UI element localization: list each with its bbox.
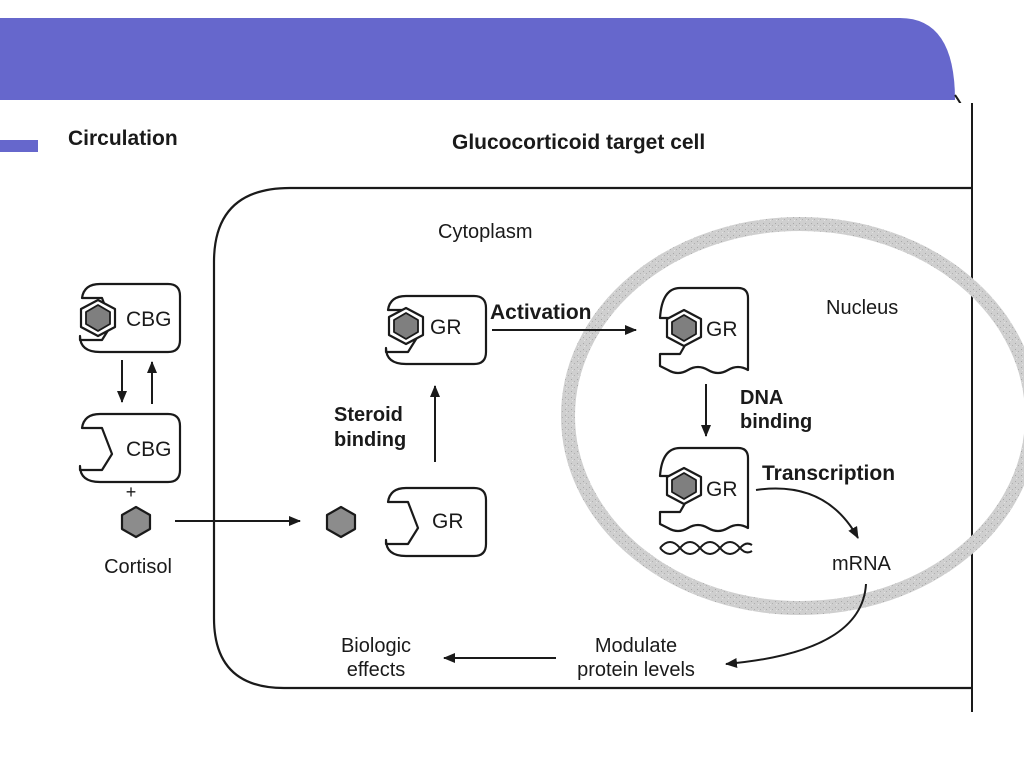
- activation-label: Activation: [490, 301, 592, 324]
- cbg-label-bound: CBG: [126, 308, 172, 331]
- cortisol-hexagon-icon: [387, 306, 425, 346]
- cbg-free-complex: CBG: [78, 412, 182, 484]
- gr-dna-complex: GR: [658, 446, 753, 555]
- dna-binding-label-1: DNA: [740, 387, 783, 409]
- modulate-label-1: Modulate: [595, 635, 677, 657]
- modulate-label-2: protein levels: [577, 659, 695, 681]
- title-banner: [0, 18, 955, 100]
- nucleus-envelope: [561, 217, 1024, 615]
- steroid-binding-label-2: binding: [334, 429, 406, 451]
- cortisol-hexagon-icon: [665, 466, 703, 506]
- dna-bound-receptor-icon: [658, 446, 750, 533]
- banner-accent-bar: [0, 140, 38, 152]
- transcription-label: Transcription: [762, 462, 895, 485]
- cbg-bound-complex: CBG: [78, 282, 182, 354]
- steroid-binding-label-1: Steroid: [334, 404, 403, 426]
- figure-panel: [38, 103, 974, 708]
- biologic-label-1: Biologic: [341, 635, 411, 657]
- biologic-label-2: effects: [347, 659, 406, 681]
- cortisol-label: Cortisol: [104, 556, 172, 578]
- activated-receptor-icon: [658, 286, 750, 375]
- cell-membrane: [212, 186, 972, 690]
- cortisol-hexagon-icon: [79, 298, 117, 338]
- gr-label-bound: GR: [430, 316, 462, 339]
- nucleus-label: Nucleus: [826, 297, 898, 319]
- transcription-arrow: [755, 487, 859, 539]
- translation-arrow: [725, 583, 867, 669]
- circulation-heading: Circulation: [68, 127, 178, 150]
- gr-label-free: GR: [432, 510, 464, 533]
- gr-label-dna: GR: [706, 478, 738, 501]
- target-cell-heading: Glucocorticoid target cell: [452, 131, 705, 154]
- gr-label-activated: GR: [706, 318, 738, 341]
- dna-helix-icon: [659, 541, 753, 555]
- plus-sign: +: [126, 482, 137, 502]
- cytoplasm-label: Cytoplasm: [438, 221, 532, 243]
- gr-bound-complex: GR: [384, 294, 488, 366]
- gr-free-complex: GR: [384, 486, 488, 558]
- gr-activated-complex: GR: [658, 286, 750, 375]
- dna-binding-label-2: binding: [740, 411, 812, 433]
- cortisol-hexagon-icon: [325, 505, 357, 539]
- mrna-label: mRNA: [832, 553, 892, 575]
- cortisol-hexagon-icon: [665, 308, 703, 348]
- cortisol-hexagon-icon: [120, 505, 152, 539]
- cbg-label-free: CBG: [126, 438, 172, 461]
